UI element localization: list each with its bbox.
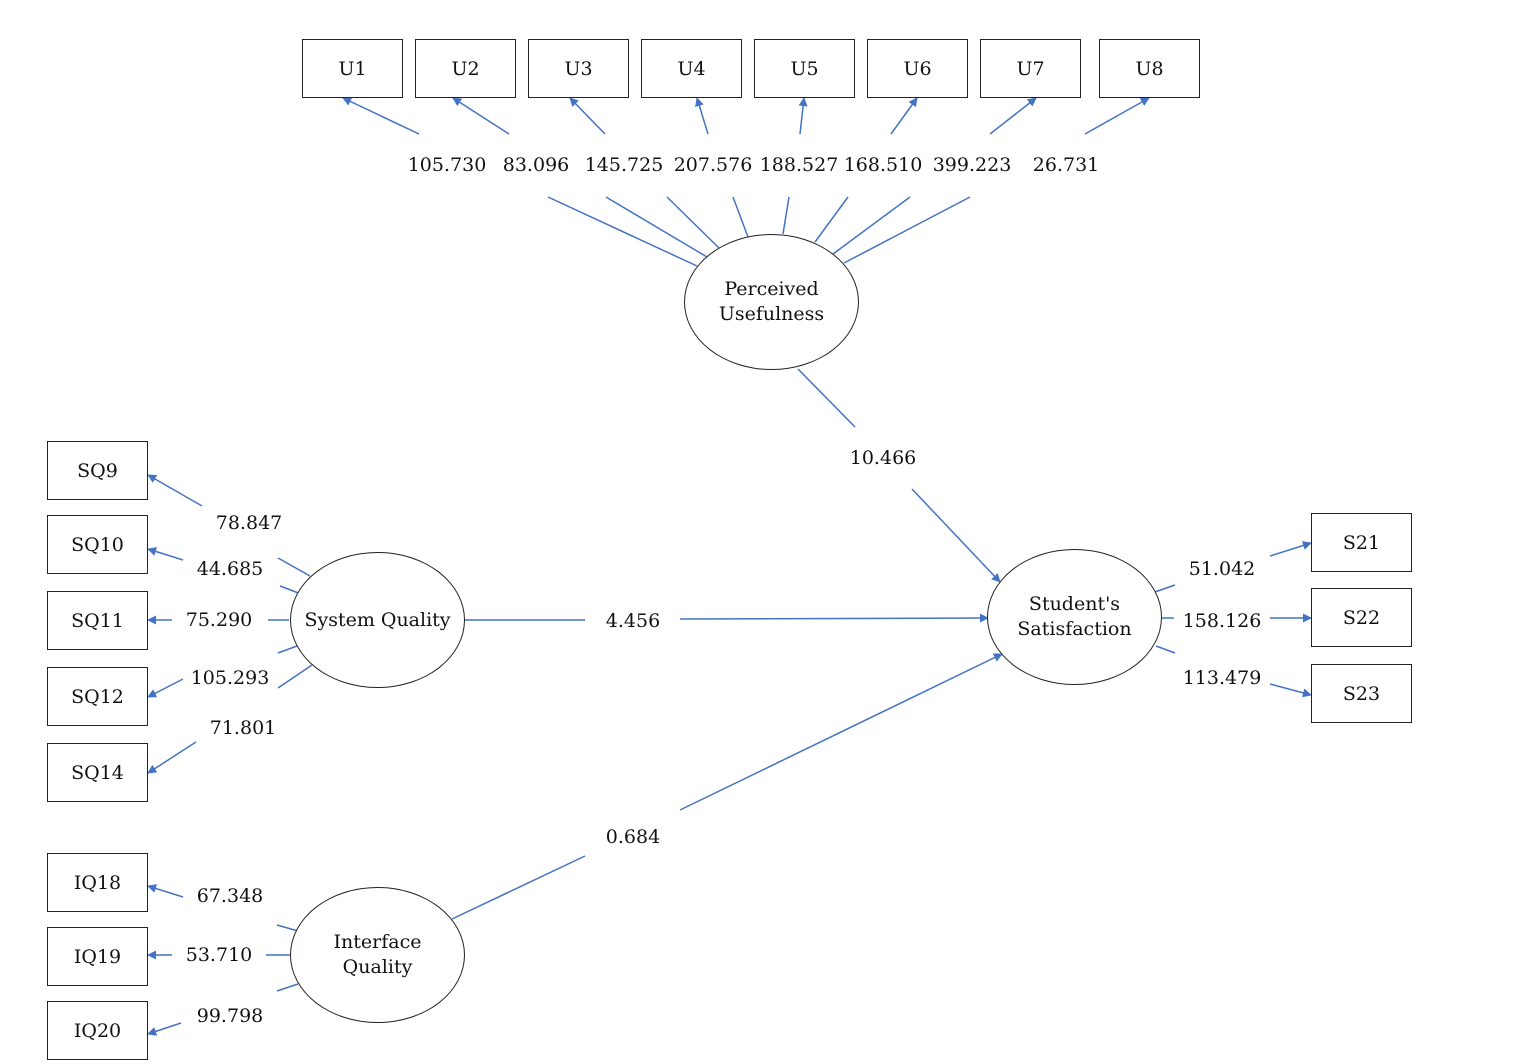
indicator-sq11: SQ11 bbox=[47, 591, 148, 650]
loading-iq18: 67.348 bbox=[194, 885, 266, 907]
path-sq-ss-right bbox=[679, 613, 989, 623]
indicator-s22: S22 bbox=[1311, 588, 1412, 647]
connector-ss-s23-stub bbox=[1155, 645, 1176, 654]
loading-sq12: 105.293 bbox=[188, 667, 272, 689]
connector-pu-u4-upper bbox=[695, 97, 709, 135]
construct-label: Satisfaction bbox=[1017, 618, 1132, 640]
loading-iq19: 53.710 bbox=[183, 944, 255, 966]
construct-label: Usefulness bbox=[718, 303, 825, 325]
path-pu-ss-upper bbox=[797, 368, 856, 428]
path-pu-ss-lower bbox=[911, 488, 1001, 583]
loading-s23: 113.479 bbox=[1180, 667, 1264, 689]
connector-pu-u5-upper bbox=[798, 97, 808, 135]
connector-ss-s21-arrow bbox=[1269, 541, 1312, 557]
path-coefficient-sq-ss: 4.456 bbox=[603, 610, 663, 632]
connector-sq-sq14-arrow bbox=[147, 741, 197, 774]
loading-s22: 158.126 bbox=[1180, 610, 1264, 632]
loading-u3: 145.725 bbox=[582, 154, 666, 176]
indicator-sq10: SQ10 bbox=[47, 515, 148, 574]
loading-u8: 26.731 bbox=[1030, 154, 1102, 176]
indicator-s23: S23 bbox=[1311, 664, 1412, 723]
indicator-u8: U8 bbox=[1099, 39, 1200, 98]
connector-pu-u8-lower bbox=[843, 196, 971, 264]
connector-sq-sq10-arrow bbox=[147, 547, 184, 561]
connector-pu-u6-upper bbox=[890, 97, 918, 135]
connector-pu-u3-lower bbox=[666, 196, 720, 249]
indicator-s21: S21 bbox=[1311, 513, 1412, 572]
indicator-u4: U4 bbox=[641, 39, 742, 98]
connector-sq-sq12-arrow bbox=[147, 678, 184, 698]
indicator-iq18: IQ18 bbox=[47, 853, 148, 912]
loading-u7: 399.223 bbox=[930, 154, 1014, 176]
connector-pu-u2-upper bbox=[452, 97, 510, 135]
connector-pu-u8-upper bbox=[1084, 97, 1150, 135]
connector-pu-u7-upper bbox=[989, 97, 1037, 135]
loading-sq9: 78.847 bbox=[213, 512, 285, 534]
construct-label: Perceived bbox=[724, 278, 819, 300]
loading-u2: 83.096 bbox=[500, 154, 572, 176]
path-iq-ss-right bbox=[679, 653, 1003, 811]
path-coefficient-iq-ss: 0.684 bbox=[603, 826, 663, 848]
indicator-u2: U2 bbox=[415, 39, 516, 98]
connector-pu-u1-upper bbox=[342, 97, 420, 135]
connector-pu-u7-lower bbox=[832, 196, 911, 255]
construct-label: Interface bbox=[333, 931, 422, 953]
loading-u1: 105.730 bbox=[405, 154, 489, 176]
indicator-iq19: IQ19 bbox=[47, 927, 148, 986]
connector-ss-s23-arrow bbox=[1269, 683, 1312, 698]
path-coefficient-pu-ss: 10.466 bbox=[847, 447, 919, 469]
construct-label: Student's bbox=[1028, 593, 1121, 615]
construct-label: Quality bbox=[342, 956, 413, 978]
connector-pu-u6-lower bbox=[814, 196, 849, 243]
connector-pu-u3-upper bbox=[569, 97, 606, 135]
indicator-u5: U5 bbox=[754, 39, 855, 98]
construct-label: System Quality bbox=[304, 608, 451, 631]
indicator-sq14: SQ14 bbox=[47, 743, 148, 802]
indicator-u7: U7 bbox=[980, 39, 1081, 98]
indicator-u6: U6 bbox=[867, 39, 968, 98]
connector-pu-u2-lower bbox=[605, 196, 708, 258]
connector-pu-u5-lower bbox=[782, 196, 790, 235]
loading-sq10: 44.685 bbox=[194, 558, 266, 580]
connector-iq-iq20-stub bbox=[276, 983, 299, 992]
loading-sq14: 71.801 bbox=[207, 717, 279, 739]
indicator-sq12: SQ12 bbox=[47, 667, 148, 726]
connector-sq-sq9-arrow bbox=[147, 474, 203, 507]
connector-pu-u4-lower bbox=[732, 196, 749, 238]
connector-iq-iq20-arrow bbox=[147, 1022, 182, 1036]
path-iq-ss-left bbox=[451, 855, 586, 920]
construct-system-quality: System Quality bbox=[290, 552, 465, 688]
loading-iq20: 99.798 bbox=[194, 1005, 266, 1027]
loading-u6: 168.510 bbox=[841, 154, 925, 176]
loading-u4: 207.576 bbox=[671, 154, 755, 176]
loading-s21: 51.042 bbox=[1186, 558, 1258, 580]
indicator-u3: U3 bbox=[528, 39, 629, 98]
connector-ss-s21-stub bbox=[1154, 584, 1176, 593]
connector-iq-iq18-stub bbox=[276, 924, 299, 932]
indicator-u1: U1 bbox=[302, 39, 403, 98]
loading-sq11: 75.290 bbox=[183, 609, 255, 631]
connector-sq-sq14-stub bbox=[277, 664, 313, 689]
indicator-sq9: SQ9 bbox=[47, 441, 148, 500]
connector-iq-iq18-arrow bbox=[147, 884, 184, 898]
indicator-iq20: IQ20 bbox=[47, 1001, 148, 1060]
connector-sq-sq9-stub bbox=[277, 557, 311, 577]
loading-u5: 188.527 bbox=[757, 154, 841, 176]
connector-sq-sq12-stub bbox=[277, 645, 298, 654]
connector-pu-u1-lower bbox=[547, 196, 698, 267]
